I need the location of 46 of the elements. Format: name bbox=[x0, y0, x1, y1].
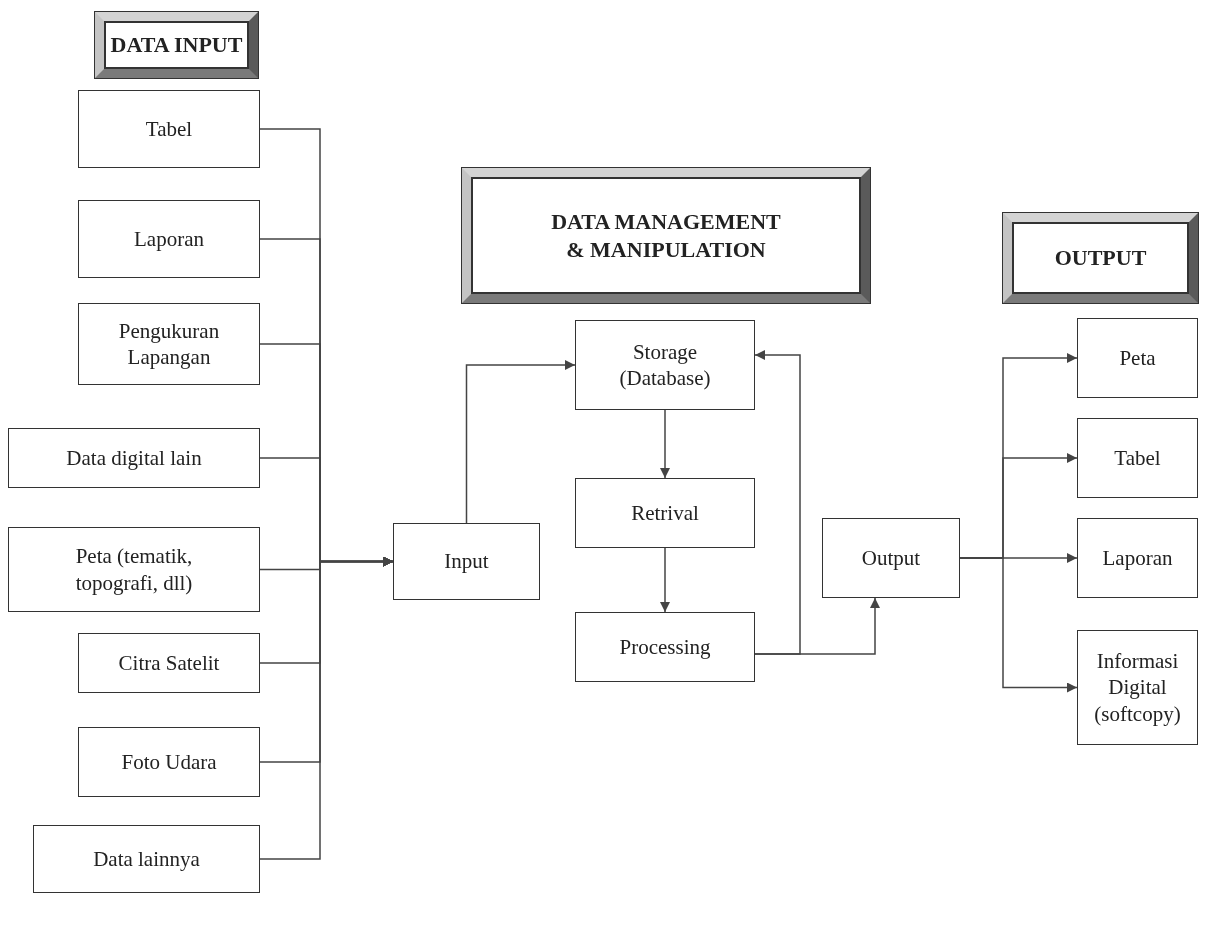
box-label: Peta bbox=[1119, 344, 1156, 372]
box-label: Processing bbox=[619, 633, 711, 661]
box-label: Laporan bbox=[134, 225, 204, 253]
connector-arrow bbox=[660, 409, 670, 479]
box-label: Peta (tematik, topografi, dll) bbox=[74, 543, 194, 596]
box-label: Input bbox=[444, 548, 489, 575]
box-label: Data digital lain bbox=[66, 444, 202, 472]
connector-arrow bbox=[465, 360, 576, 524]
box-label: Tabel bbox=[145, 115, 193, 143]
section-header-box bbox=[95, 12, 258, 78]
process-box bbox=[1077, 318, 1198, 398]
connector-arrow bbox=[754, 597, 880, 655]
process-box bbox=[8, 428, 260, 488]
process-box bbox=[393, 523, 540, 600]
process-box bbox=[822, 518, 960, 598]
process-box bbox=[575, 612, 755, 682]
section-title: OUTPUT bbox=[1054, 244, 1147, 272]
section-header-box bbox=[1003, 213, 1198, 303]
process-box bbox=[8, 527, 260, 612]
box-label: Data lainnya bbox=[93, 845, 200, 873]
process-box bbox=[1077, 630, 1198, 745]
box-label: Tabel bbox=[1114, 444, 1161, 472]
process-box bbox=[78, 727, 260, 797]
connector-arrow bbox=[754, 350, 801, 655]
process-box bbox=[575, 478, 755, 548]
process-box bbox=[78, 633, 260, 693]
connector-arrow bbox=[959, 557, 1078, 693]
section-title: DATA INPUT bbox=[110, 31, 243, 59]
box-label: Storage (Database) bbox=[618, 338, 712, 392]
process-box bbox=[575, 320, 755, 410]
box-label: Foto Udara bbox=[121, 748, 217, 776]
process-box bbox=[78, 200, 260, 278]
box-label: Pengukuran Lapangan bbox=[117, 317, 221, 371]
connector-arrow bbox=[660, 547, 670, 613]
section-header-box bbox=[462, 168, 870, 303]
box-label: Retrival bbox=[631, 499, 699, 527]
box-label: Citra Satelit bbox=[118, 649, 220, 677]
box-label: Laporan bbox=[1102, 544, 1173, 572]
process-box bbox=[33, 825, 260, 893]
process-box bbox=[78, 90, 260, 168]
process-box bbox=[1077, 518, 1198, 598]
section-title: DATA MANAGEMENT & MANIPULATION bbox=[551, 208, 781, 263]
process-box bbox=[1077, 418, 1198, 498]
box-label: Informasi Digital (softcopy) bbox=[1093, 648, 1182, 727]
process-box bbox=[78, 303, 260, 385]
box-label: Output bbox=[861, 544, 921, 572]
